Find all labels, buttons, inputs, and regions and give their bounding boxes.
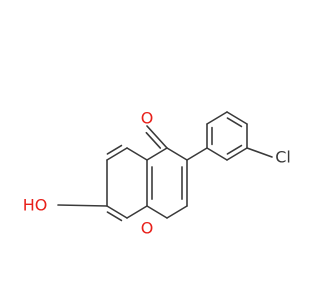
double-bond-C7-C8 [106, 211, 123, 222]
hydroxyl-label: HO [23, 196, 48, 215]
bond-C8-C8a [126, 205, 148, 219]
bond-P2-P3 [226, 147, 248, 161]
double-bond-C4-O4 [145, 131, 162, 149]
double-bond-C5-C6 [106, 144, 123, 155]
bond-O1-C8a [146, 205, 168, 219]
bond-P5-P6 [206, 111, 228, 125]
bond-C4a-C5 [126, 147, 148, 161]
hydroxyl-text: HO [23, 196, 48, 215]
bond-C7-HO [57, 204, 108, 207]
bond-P4-P5 [226, 111, 248, 125]
bond-P3-Cl [246, 147, 273, 158]
bond-lines [57, 111, 273, 222]
chlorine-label: Cl [275, 148, 291, 167]
bond-C4a-C4 [146, 147, 168, 161]
carbonyl-oxygen-label: O [141, 109, 154, 128]
double-bond-P2-P3 [226, 144, 243, 155]
bond-C3-P1 [186, 147, 208, 161]
bond-C4-O4 [146, 125, 168, 149]
bond-P1-P2 [206, 147, 228, 161]
double-bond-P4-P5 [226, 117, 243, 128]
bond-C5-C6 [106, 147, 128, 161]
ring-oxygen-label: O [141, 219, 154, 238]
bond-C4-C3 [166, 147, 188, 161]
bond-C7-C8 [106, 205, 128, 219]
bond-C2-O1 [166, 205, 188, 219]
chemical-structure: O O HO Cl [23, 109, 291, 238]
